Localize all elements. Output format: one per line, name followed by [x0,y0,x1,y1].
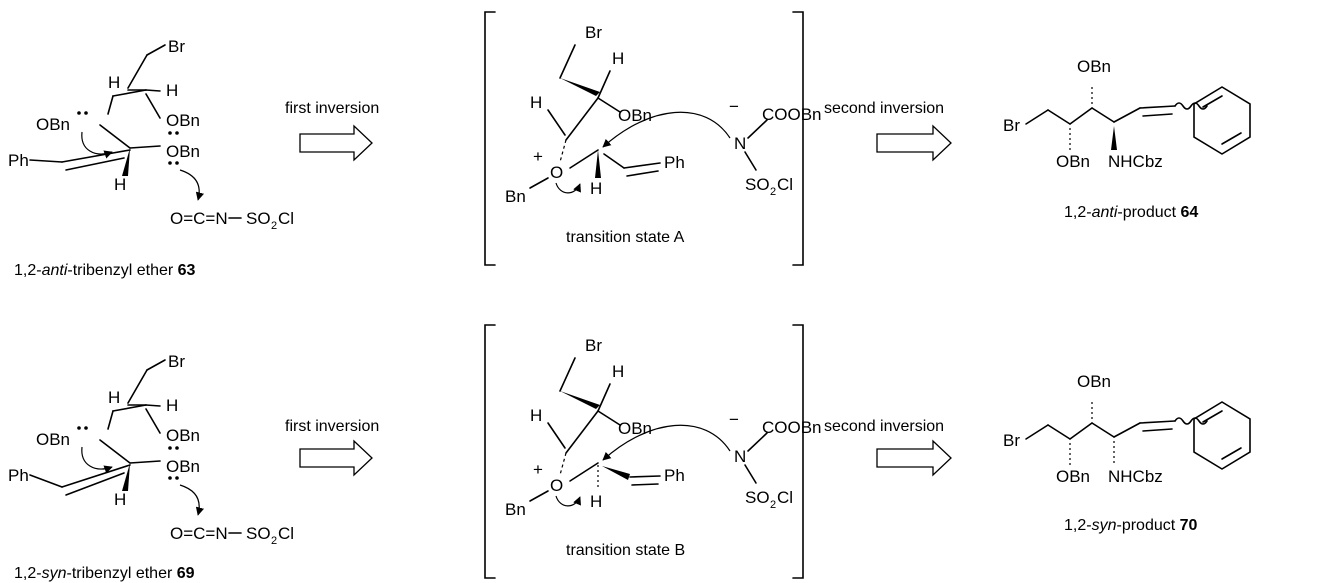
svg-text:N: N [734,447,746,466]
svg-text:2: 2 [271,220,277,232]
svg-text:Ph: Ph [664,466,685,485]
svg-text:OBn: OBn [1077,372,1111,391]
row-syn: Br H H OBn OBn OBn H Ph O=C=N [8,324,1251,582]
svg-text:H: H [108,73,120,92]
svg-text:COOBn: COOBn [762,105,822,124]
svg-text:O=C=N: O=C=N [170,524,228,543]
row-anti: Br H H OBn OBn OBn H Ph O=C=N [8,11,1251,279]
svg-text:OBn: OBn [1056,152,1090,171]
anti-tribenzyl-ether-structure: Br H H OBn OBn OBn H Ph O=C=N [8,37,294,232]
svg-text:Br: Br [1003,431,1020,450]
svg-text:H: H [114,490,126,509]
svg-text:2: 2 [770,499,776,511]
svg-text:SO: SO [745,175,770,194]
anti-tribenzyl-ether-caption: 1,2-anti-tribenzyl ether 63 [14,262,196,279]
svg-text:Cl: Cl [777,175,793,194]
ts-a-right-bracket [792,11,804,266]
svg-text:NHCbz: NHCbz [1108,467,1163,486]
svg-text:Br: Br [1003,116,1020,135]
svg-text:Br: Br [168,37,185,56]
svg-text:Bn: Bn [505,500,526,519]
transition-state-b-structure: Br H H OBn + O H Bn Ph − N COOBn [505,336,822,519]
svg-text:OBn: OBn [36,430,70,449]
svg-text:Br: Br [585,336,602,355]
svg-text:O=C=N: O=C=N [170,209,228,228]
svg-text:2: 2 [770,186,776,198]
svg-text:OBn: OBn [1056,467,1090,486]
ts-b-right-bracket [792,324,804,579]
first-inversion-arrow-syn [299,439,373,477]
syn-tribenzyl-ether-structure: Br H H OBn OBn OBn H Ph O=C=N [8,352,294,547]
svg-text:OBn: OBn [166,142,200,161]
svg-text:OBn: OBn [166,457,200,476]
svg-text:Br: Br [585,23,602,42]
second-inversion-arrow-anti [876,124,952,162]
first-inversion-arrow-anti [299,124,373,162]
svg-text:Bn: Bn [505,187,526,206]
svg-text:OBn: OBn [166,426,200,445]
svg-text:−: − [729,97,739,116]
svg-text:SO: SO [745,488,770,507]
transition-state-a-structure: Br H H OBn + O H Bn Ph − N COOBn [505,23,822,206]
svg-text:H: H [590,492,602,511]
svg-text:Ph: Ph [8,151,29,170]
anti-product-structure: Br OBn OBn NHCbz [1003,57,1251,171]
svg-text:H: H [108,388,120,407]
svg-text:2: 2 [271,535,277,547]
svg-text:H: H [166,396,178,415]
first-inversion-label-syn: first inversion [285,418,379,435]
svg-text:+: + [533,147,543,166]
svg-text:OBn: OBn [618,106,652,125]
svg-text:+: + [533,460,543,479]
svg-text:Cl: Cl [278,524,294,543]
syn-product-structure: Br OBn OBn NHCbz [1003,372,1251,486]
svg-text:SO: SO [246,209,271,228]
svg-text:−: − [729,410,739,429]
syn-tribenzyl-ether-caption: 1,2-syn-tribenzyl ether 69 [14,565,195,582]
transition-state-b-caption: transition state B [566,542,685,559]
svg-text:Br: Br [168,352,185,371]
svg-text:H: H [530,406,542,425]
svg-text:H: H [166,81,178,100]
svg-text:H: H [590,179,602,198]
ts-a-left-bracket [484,11,496,266]
svg-text:OBn: OBn [618,419,652,438]
svg-text:SO: SO [246,524,271,543]
anti-product-caption: 1,2-anti-product 64 [1064,204,1198,221]
syn-product-caption: 1,2-syn-product 70 [1064,517,1198,534]
svg-text:Cl: Cl [278,209,294,228]
transition-state-a-caption: transition state A [566,229,685,246]
svg-text:O: O [550,476,563,495]
svg-text:OBn: OBn [166,111,200,130]
svg-text:Cl: Cl [777,488,793,507]
svg-text:H: H [530,93,542,112]
svg-text:OBn: OBn [36,115,70,134]
first-inversion-label-anti: first inversion [285,100,379,117]
svg-text:NHCbz: NHCbz [1108,152,1163,171]
ts-b-left-bracket [484,324,496,579]
svg-text:OBn: OBn [1077,57,1111,76]
second-inversion-label-anti: second inversion [824,100,944,117]
svg-text:H: H [612,49,624,68]
svg-text:O: O [550,163,563,182]
svg-text:H: H [114,175,126,194]
svg-text:COOBn: COOBn [762,418,822,437]
second-inversion-label-syn: second inversion [824,418,944,435]
svg-text:N: N [734,134,746,153]
second-inversion-arrow-syn [876,439,952,477]
svg-text:Ph: Ph [664,153,685,172]
svg-text:H: H [612,362,624,381]
svg-text:Ph: Ph [8,466,29,485]
